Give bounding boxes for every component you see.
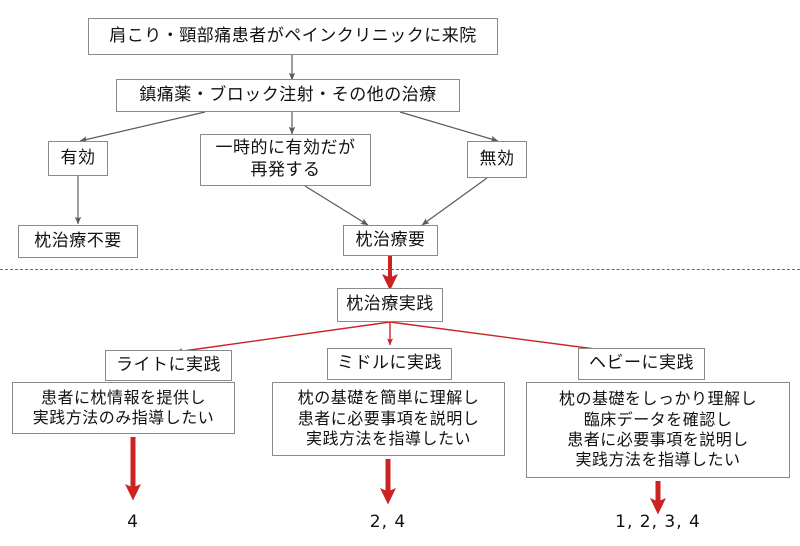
node-pillow-needed-label: 枕治療要: [355, 229, 426, 250]
node-practice-middle-detail[interactable]: 枕の基礎を簡単に理解し 患者に必要事項を説明し 実践方法を指導したい: [272, 382, 505, 456]
node-practice-middle-label: ミドルに実践: [337, 353, 442, 374]
node-practice-light-detail[interactable]: 患者に枕情報を提供し 実践方法のみ指導したい: [12, 382, 235, 434]
detail-heavy-line-1: 枕の基礎をしっかり理解し: [558, 389, 757, 409]
node-treatment[interactable]: 鎮痛薬・ブロック注射・その他の治療: [116, 79, 460, 112]
node-no-pillow-label: 枕治療不要: [34, 230, 122, 251]
connector-treatment-to-effective: [79, 111, 206, 143]
node-pillow-therapy-needed[interactable]: 枕治療要: [343, 225, 438, 256]
detail-heavy-line-4: 実践方法を指導したい: [575, 450, 741, 470]
node-practice-middle-label-box[interactable]: ミドルに実践: [327, 348, 452, 380]
detail-middle-line-3: 実践方法を指導したい: [305, 429, 471, 449]
detail-middle-line-1: 枕の基礎を簡単に理解し: [297, 388, 480, 408]
detail-heavy-line-3: 患者に必要事項を説明し: [567, 430, 749, 449]
node-treatment-label: 鎮痛薬・ブロック注射・その他の治療: [139, 84, 437, 105]
connector-ineffective-to-pillowneeded: [421, 177, 488, 226]
node-no-pillow-therapy[interactable]: 枕治療不要: [18, 225, 138, 258]
connector-treatment-to-ineffective: [399, 111, 499, 143]
node-ineffective[interactable]: 無効: [467, 141, 527, 178]
outcome-number-middle-text: 2, 4: [369, 512, 407, 532]
node-practice-heavy-label: ヘビーに実践: [589, 353, 694, 374]
node-temporary-line1: 一時的に有効だが: [215, 138, 356, 159]
node-practice-light-label: ライトに実践: [116, 354, 221, 375]
node-practice-root-label: 枕治療実践: [346, 294, 434, 315]
node-practice-light-label-box[interactable]: ライトに実践: [105, 350, 232, 381]
outcome-number-light: 4: [93, 512, 173, 532]
connector-temporary-to-pillowneeded: [304, 185, 369, 226]
node-practice-heavy-label-box[interactable]: ヘビーに実践: [578, 348, 705, 380]
outcome-number-middle: 2, 4: [348, 512, 428, 532]
node-intake[interactable]: 肩こり・頸部痛患者がペインクリニックに来院: [88, 18, 498, 55]
detail-middle-line-2: 患者に必要事項を説明し: [297, 408, 480, 428]
section-divider: [0, 269, 800, 270]
node-practice-heavy-detail[interactable]: 枕の基礎をしっかり理解し 臨床データを確認し 患者に必要事項を説明し 実践方法を…: [526, 382, 790, 478]
detail-light-line-2: 実践方法のみ指導したい: [32, 408, 215, 427]
node-pillow-therapy-practice[interactable]: 枕治療実践: [337, 288, 443, 322]
detail-heavy-line-2: 臨床データを確認し: [583, 409, 733, 429]
node-ineffective-label: 無効: [479, 148, 515, 169]
node-intake-label: 肩こり・頸部痛患者がペインクリニックに来院: [109, 25, 477, 46]
detail-light-line-1: 患者に枕情報を提供し: [40, 387, 206, 407]
node-effective-label: 有効: [60, 147, 96, 168]
outcome-number-light-text: 4: [127, 512, 139, 532]
node-temporary-line2: 再発する: [250, 160, 321, 180]
node-effective[interactable]: 有効: [48, 141, 108, 176]
outcome-number-heavy-text: 1, 2, 3, 4: [615, 512, 701, 532]
node-temporary-relapse[interactable]: 一時的に有効だが 再発する: [200, 134, 371, 186]
outcome-number-heavy: 1, 2, 3, 4: [598, 512, 718, 532]
